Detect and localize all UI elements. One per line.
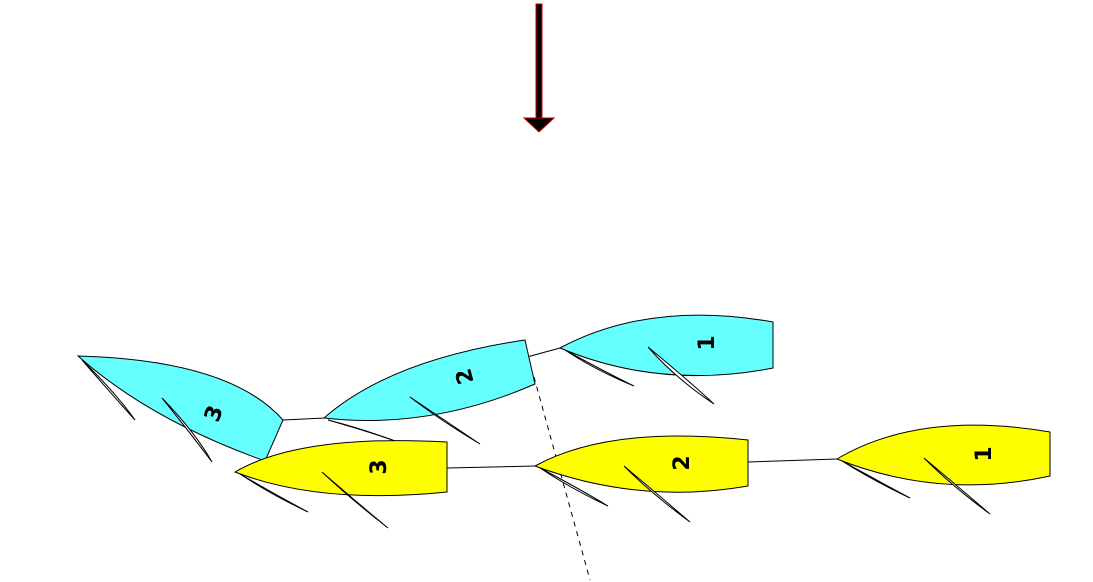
boat-cyan-1: 1 <box>558 314 774 405</box>
boat-number: 1 <box>972 446 997 461</box>
wind-arrow-icon <box>522 3 556 133</box>
boat-hull <box>533 435 749 493</box>
boat-hull <box>558 314 774 377</box>
boat-hull <box>233 440 448 497</box>
sail-icon <box>81 359 136 421</box>
sail-icon <box>923 457 991 515</box>
sail-icon <box>647 346 715 405</box>
boat-yellow-1: 1 <box>835 424 1051 515</box>
boat-hull <box>322 339 536 421</box>
sail-icon <box>239 473 309 513</box>
boat-hull <box>835 424 1051 486</box>
sail-icon <box>564 349 635 387</box>
boat-cyan-2: 2 <box>322 339 536 445</box>
sail-icon <box>409 396 481 445</box>
boat-number: 2 <box>451 365 479 386</box>
sail-icon <box>623 465 691 523</box>
sail-icon <box>161 397 213 463</box>
boat-cyan-3: 3 <box>76 355 284 463</box>
boat-hull <box>76 355 284 462</box>
sail-icon <box>321 471 389 529</box>
boat-number: 1 <box>695 335 720 350</box>
boat-number: 3 <box>367 459 392 474</box>
boat-yellow-3: 3 <box>233 440 448 529</box>
sail-icon <box>841 460 911 499</box>
team-links <box>282 347 838 469</box>
sail-icon <box>539 467 609 507</box>
boat-number: 2 <box>670 455 695 470</box>
boat-yellow-2: 2 <box>533 435 749 523</box>
sail-icon <box>327 419 399 443</box>
